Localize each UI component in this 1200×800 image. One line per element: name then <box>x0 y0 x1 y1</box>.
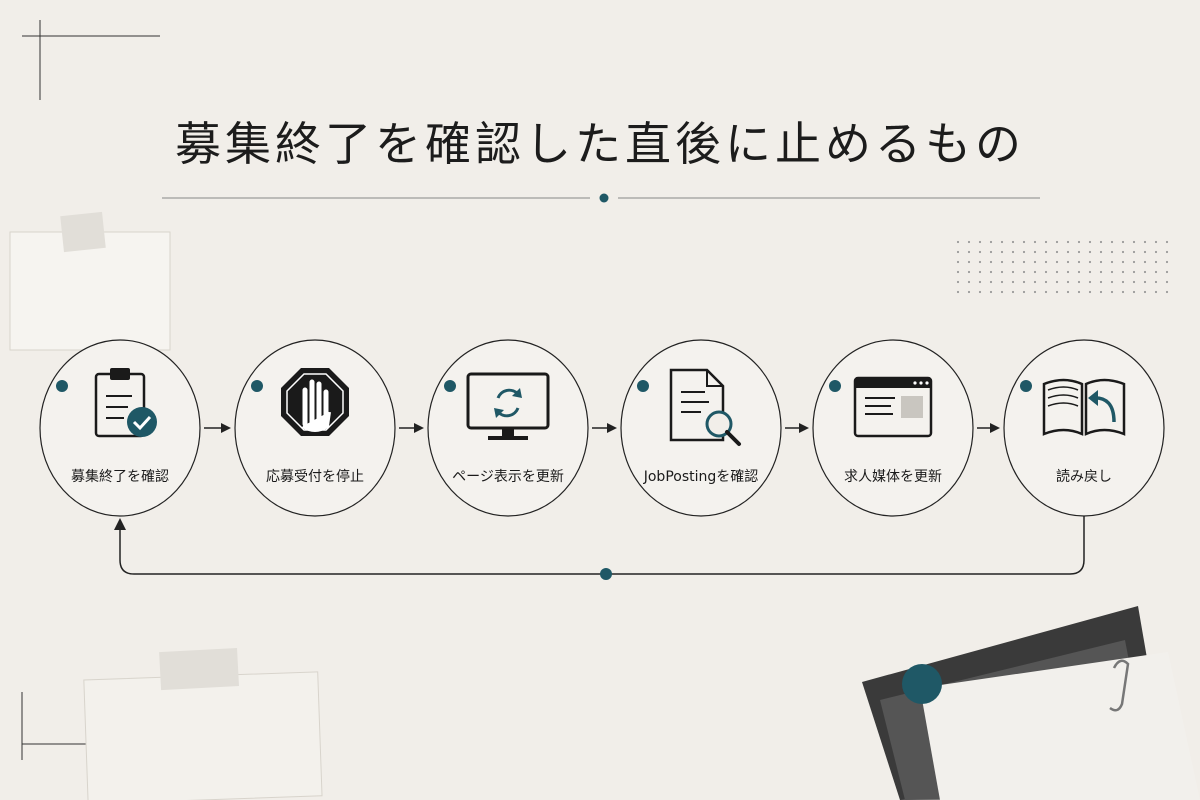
connector-arrow-3 <box>592 423 617 433</box>
step-node-4 <box>620 339 782 517</box>
step-marker-dot <box>1020 380 1032 392</box>
step-circle <box>620 339 782 517</box>
title-divider <box>162 193 1040 203</box>
document-search-icon <box>669 368 741 446</box>
step-label-2: 応募受付を停止 <box>266 469 364 485</box>
connector-arrow-2 <box>399 423 424 433</box>
paper-scrap-bottom-left <box>83 648 323 800</box>
step-node-1 <box>39 339 201 517</box>
paper-scrap-top-left <box>9 211 171 351</box>
step-label-6: 読み戻し <box>1056 469 1112 485</box>
dot-grid-decoration <box>956 240 1169 294</box>
step-node-6 <box>1003 339 1165 517</box>
step-label-5: 求人媒体を更新 <box>844 469 942 485</box>
loop-dot <box>600 568 612 580</box>
connector-arrow-5 <box>977 423 1000 433</box>
step-circle <box>812 339 974 517</box>
connector-arrow-1 <box>204 423 231 433</box>
connector-arrow-4 <box>785 423 809 433</box>
paperclip-icon <box>1109 659 1130 712</box>
paper-stack-decoration <box>862 606 1200 800</box>
step-marker-dot <box>56 380 68 392</box>
step-label-1: 募集終了を確認 <box>71 469 169 485</box>
step-node-5 <box>812 339 974 517</box>
browser-window-icon <box>853 376 933 438</box>
step-label-4: JobPostingを確認 <box>643 469 759 485</box>
step-marker-dot <box>637 380 649 392</box>
step-marker-dot <box>444 380 456 392</box>
book-return-icon <box>1042 378 1126 436</box>
step-circle <box>39 339 201 517</box>
stop-hand-icon <box>281 368 349 436</box>
step-circle <box>1003 339 1165 517</box>
monitor-refresh-icon <box>466 372 550 440</box>
step-marker-dot <box>829 380 841 392</box>
step-label-3: ページ表示を更新 <box>452 469 564 485</box>
loop-back-connector <box>114 512 1085 575</box>
step-node-2 <box>234 339 396 517</box>
clipboard-check-icon <box>94 368 157 438</box>
step-marker-dot <box>251 380 263 392</box>
step-node-3 <box>427 339 589 517</box>
page-title: 募集終了を確認した直後に止めるもの <box>175 117 1025 171</box>
pin-icon <box>902 664 942 704</box>
loop-arrowhead <box>114 518 126 530</box>
